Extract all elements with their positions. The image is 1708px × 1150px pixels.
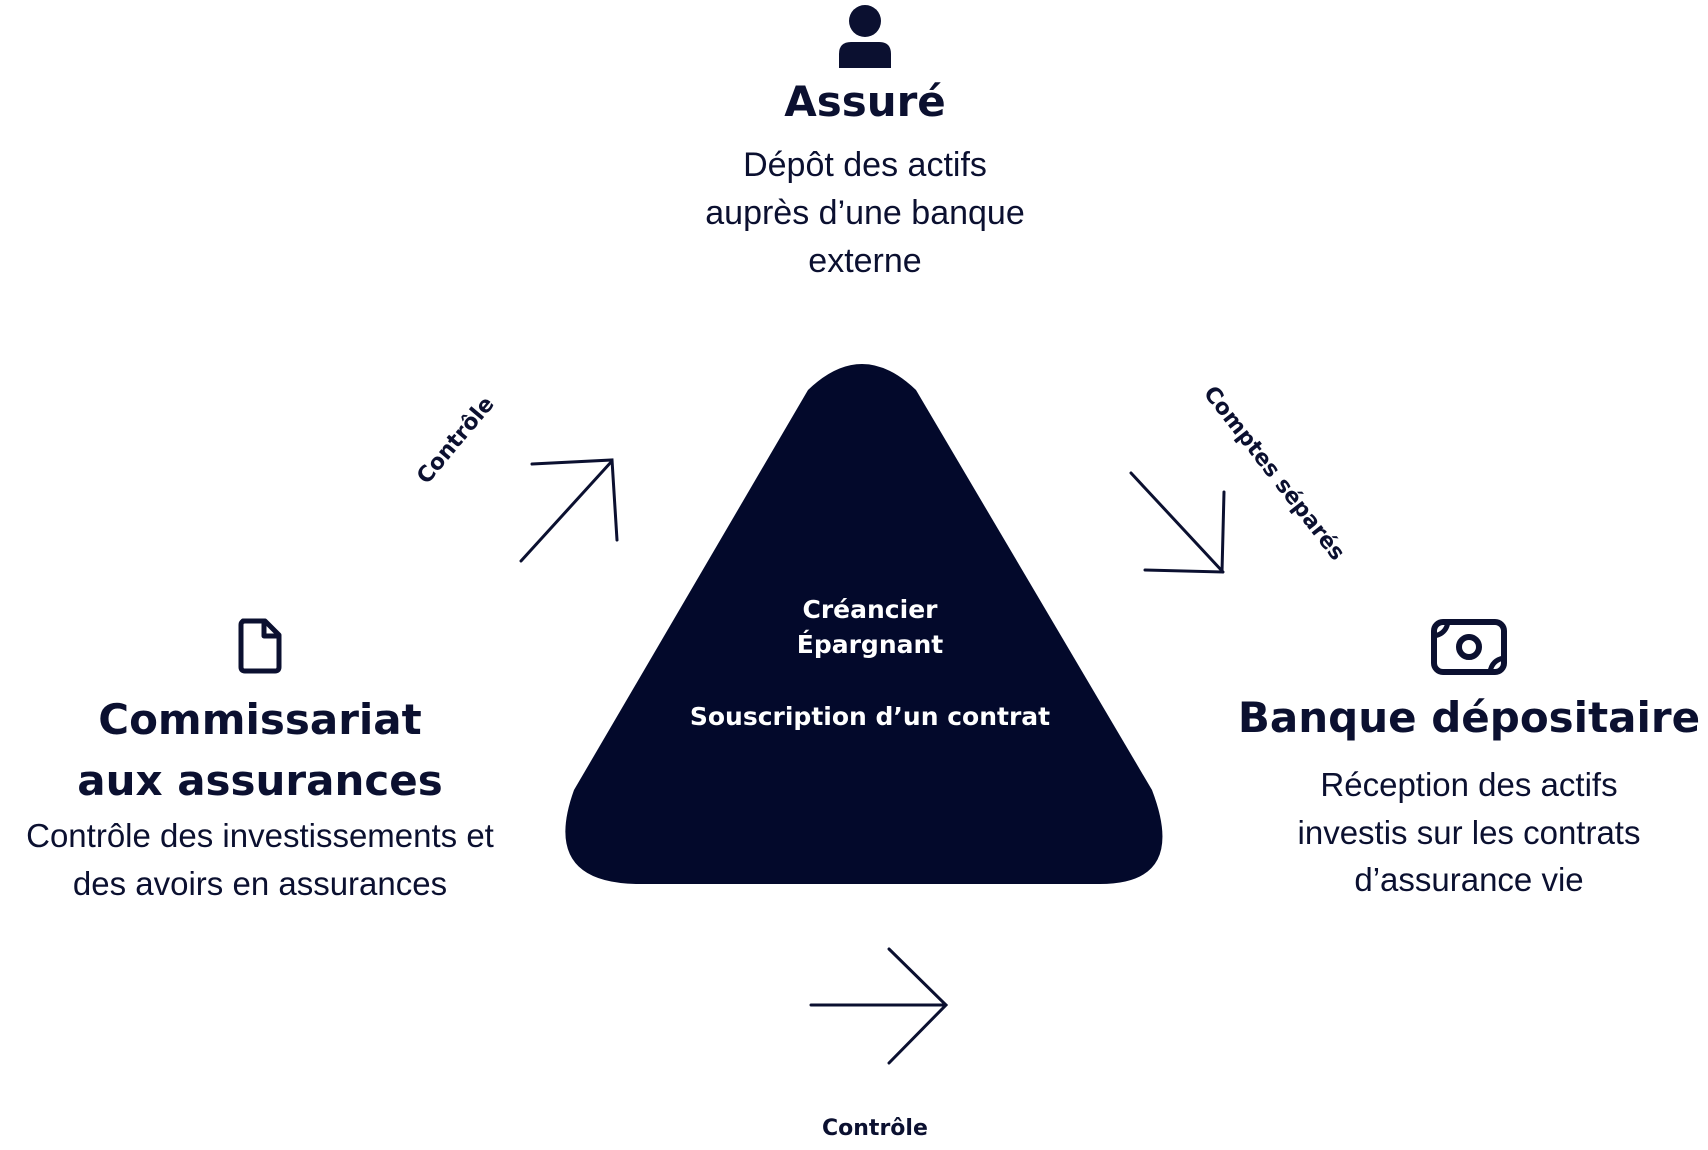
- assure-description: Dépôt des actifs auprès d’une banque ext…: [620, 141, 1110, 286]
- commissariat-desc-line-1: Contrôle des investissements et: [26, 816, 494, 854]
- assure-desc-line-3: externe: [808, 242, 922, 281]
- arrow-right-down: [1129, 471, 1226, 574]
- triangle-line-souscription: Souscription d’un contrat: [689, 702, 1051, 731]
- arrow-left-up: [519, 458, 619, 563]
- node-assure: Assuré Dépôt des actifs auprès d’une ban…: [620, 0, 1110, 285]
- node-commissariat: Commissariat aux assurances Contrôle des…: [0, 618, 520, 907]
- commissariat-description: Contrôle des investissements et des avoi…: [0, 812, 520, 908]
- arrow-label-controle-bottom: Contrôle: [822, 1115, 928, 1141]
- banque-desc-line-2: investis sur les contrats: [1297, 813, 1641, 851]
- assure-desc-line-2: auprès d’une banque: [705, 193, 1025, 232]
- central-triangle: [565, 364, 1163, 884]
- commissariat-title-line-1: Commissariat: [98, 695, 422, 744]
- assure-desc-line-1: Dépôt des actifs: [743, 145, 987, 184]
- banknote-icon: [1431, 619, 1507, 675]
- node-banque: Banque dépositaire Réception des actifs …: [1230, 618, 1708, 904]
- banque-title: Banque dépositaire: [1237, 693, 1701, 742]
- triangle-line-creancier: Créancier: [802, 595, 938, 624]
- person-icon: [839, 5, 891, 68]
- commissariat-title-line-2: aux assurances: [77, 755, 443, 805]
- assure-title: Assuré: [784, 77, 946, 126]
- triangle-text: Créancier Épargnant Souscription d’un co…: [640, 592, 1100, 734]
- document-icon: [238, 618, 282, 674]
- commissariat-title: Commissariat aux assurances: [0, 690, 520, 812]
- banque-description: Réception des actifs investis sur les co…: [1230, 761, 1708, 905]
- banque-desc-line-3: d’assurance vie: [1354, 861, 1584, 899]
- commissariat-desc-line-2: des avoirs en assurances: [72, 864, 448, 902]
- banque-desc-line-1: Réception des actifs: [1320, 765, 1618, 803]
- triangle-line-epargnant: Épargnant: [796, 630, 944, 659]
- arrow-bottom-right: [809, 947, 949, 1065]
